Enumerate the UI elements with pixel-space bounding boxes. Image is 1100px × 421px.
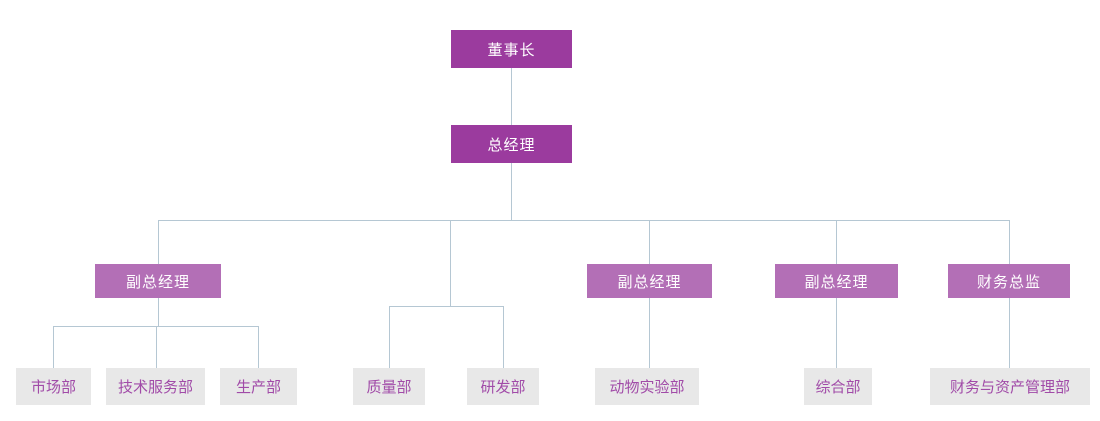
connector-rail-deputy3 xyxy=(836,220,837,264)
connector-qualityrd-rail xyxy=(389,306,503,307)
connector-rail-qualityrd xyxy=(450,220,451,306)
org-node-chairman: 董事长 xyxy=(451,30,572,68)
org-node-production-dept: 生产部 xyxy=(220,368,297,405)
connector-gm-rail xyxy=(511,163,512,220)
connector-deputy1-rail xyxy=(158,298,159,326)
connector-rail-findirector xyxy=(1009,220,1010,264)
org-node-deputy-gm-2: 副总经理 xyxy=(587,264,712,298)
org-node-deputy-gm-1: 副总经理 xyxy=(95,264,221,298)
org-node-marketing-dept: 市场部 xyxy=(16,368,91,405)
connector-deputy3-genaffairs xyxy=(836,298,837,368)
org-node-animal-lab-dept: 动物实验部 xyxy=(595,368,699,405)
connector-production-drop xyxy=(258,326,259,368)
connector-deputy1-subrail xyxy=(53,326,258,327)
org-node-general-manager: 总经理 xyxy=(451,125,572,163)
org-node-finance-director: 财务总监 xyxy=(948,264,1070,298)
connector-quality-drop xyxy=(389,306,390,368)
connector-rail-deputy1 xyxy=(158,220,159,264)
connector-main-rail xyxy=(158,220,1010,221)
org-node-general-affairs-dept: 综合部 xyxy=(804,368,872,405)
connector-findirector-finasset xyxy=(1009,298,1010,368)
org-node-deputy-gm-3: 副总经理 xyxy=(775,264,898,298)
org-node-tech-service-dept: 技术服务部 xyxy=(106,368,205,405)
connector-techservice-drop xyxy=(156,326,157,368)
connector-deputy2-animallab xyxy=(649,298,650,368)
org-node-finance-asset-dept: 财务与资产管理部 xyxy=(930,368,1090,405)
connector-rail-deputy2 xyxy=(649,220,650,264)
connector-marketing-drop xyxy=(53,326,54,368)
org-node-rd-dept: 研发部 xyxy=(467,368,539,405)
connector-chairman-gm xyxy=(511,68,512,125)
org-node-quality-dept: 质量部 xyxy=(353,368,425,405)
connector-rd-drop xyxy=(503,306,504,368)
